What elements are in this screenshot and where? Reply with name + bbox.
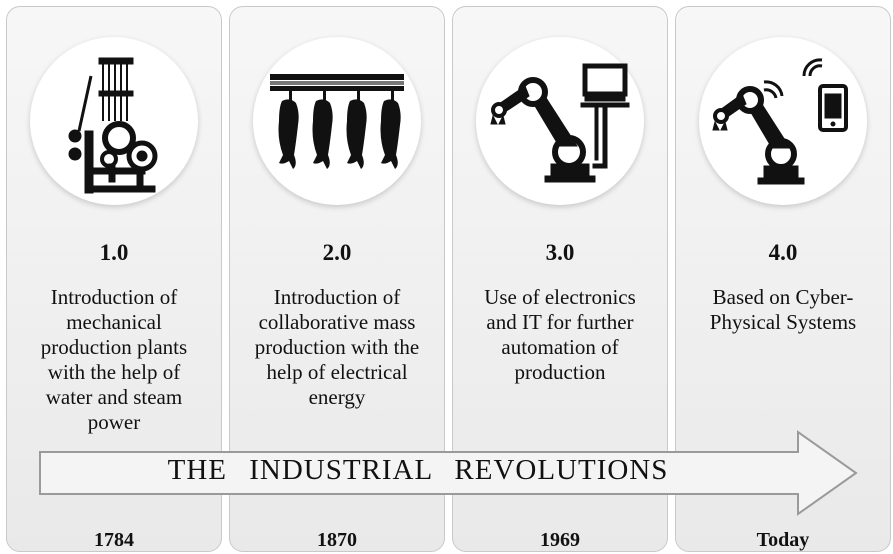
year-label: 1870 [317, 529, 357, 551]
description-text: Introduction of mechanical production pl… [40, 285, 188, 434]
robot-arm-smartphone-icon [712, 58, 848, 185]
arrow-title: THE INDUSTRIAL REVOLUTIONS [167, 454, 669, 486]
description-text: Based on Cyber- Physical Systems [709, 285, 857, 334]
year-label: 1969 [540, 529, 580, 551]
year-label: 1784 [94, 529, 134, 551]
mechanical-loom-icon [68, 57, 158, 194]
description-text: Use of electronics and IT for further au… [484, 285, 636, 384]
robot-arm-computer-icon [490, 63, 630, 183]
description-text: Introduction of collaborative mass produ… [254, 285, 420, 409]
icon-circle-3 [476, 37, 644, 205]
icon-circle-1 [30, 37, 198, 205]
icon-circle-4 [699, 37, 867, 205]
version-label: 1.0 [99, 240, 129, 265]
version-label: 4.0 [768, 240, 798, 265]
icon-circle-2 [253, 37, 421, 205]
timeline-arrow: THE INDUSTRIAL REVOLUTIONS [38, 430, 860, 516]
version-label: 3.0 [545, 240, 575, 265]
right-arrow-icon [39, 430, 858, 516]
assembly-line-icon [270, 74, 404, 169]
version-label: 2.0 [322, 240, 352, 265]
year-label: Today [756, 529, 810, 551]
